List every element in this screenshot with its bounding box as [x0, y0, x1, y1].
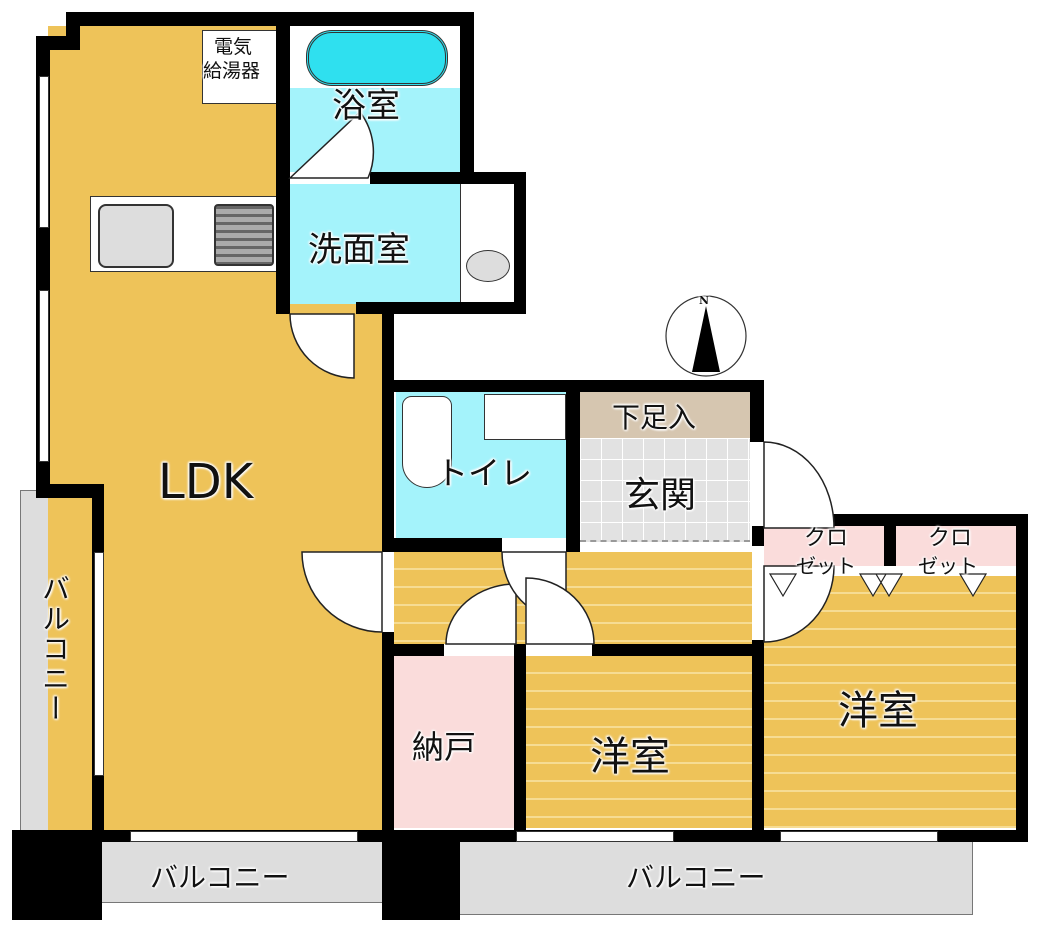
shoe-box-area	[580, 392, 750, 438]
compass-north-label: N	[699, 294, 710, 307]
entrance-label: 玄関	[624, 475, 697, 516]
window	[516, 831, 674, 842]
window	[130, 831, 358, 842]
closet-door-icon	[768, 573, 988, 598]
western-room-2-label: 洋室	[838, 688, 918, 734]
wall	[382, 538, 502, 552]
wall	[752, 640, 764, 840]
wall	[1016, 514, 1028, 840]
window	[94, 552, 104, 776]
door-swing-storage	[445, 583, 517, 645]
balcony-bottom-left	[100, 842, 382, 903]
balcony-left-label: バルコニー	[38, 574, 71, 724]
wall	[382, 302, 394, 552]
ldk-label: LDK	[158, 454, 254, 510]
wall	[356, 302, 526, 314]
window	[39, 76, 49, 228]
wall	[276, 12, 290, 314]
balcony-bottom-right-label: バルコニー	[626, 861, 766, 894]
north-compass-icon	[665, 295, 747, 377]
wall	[566, 380, 580, 552]
closet-1	[764, 526, 884, 566]
shoe-box-label: 下足入	[612, 401, 697, 434]
closet-2-label-1: クロ	[928, 526, 973, 551]
balcony-bottom-left-label: バルコニー	[150, 861, 290, 894]
washing-machine-area	[460, 184, 513, 304]
closet-2	[896, 526, 1016, 566]
wall	[382, 632, 394, 842]
wall	[832, 514, 1028, 526]
washbasin-icon	[466, 250, 510, 282]
wall	[12, 830, 102, 920]
storage-label: 納戸	[412, 728, 477, 766]
door-swing-ldk	[301, 551, 383, 633]
wall	[370, 172, 526, 184]
window	[780, 831, 938, 842]
wall	[460, 12, 474, 184]
storage-room	[394, 656, 514, 828]
wall	[514, 644, 526, 840]
door-swing-washroom	[289, 313, 355, 379]
bathtub-icon	[306, 30, 448, 86]
closet-1-label-1: クロ	[804, 526, 849, 551]
door-swing-entrance	[763, 441, 835, 529]
window	[39, 290, 49, 462]
western-room-1-label: 洋室	[590, 734, 670, 780]
door-swing-bedroom-1	[525, 577, 595, 645]
wall	[514, 172, 526, 314]
toilet-sink-area	[484, 394, 566, 440]
closet-2-label-2: ゼット	[918, 554, 978, 578]
washroom-room	[290, 184, 460, 304]
wall	[382, 830, 460, 920]
washroom-label: 洗面室	[308, 230, 410, 270]
entrance-room	[580, 438, 750, 542]
wall	[884, 514, 896, 566]
wall	[592, 644, 764, 656]
door-swing-bathroom	[288, 110, 375, 179]
balcony-bottom-right	[460, 842, 973, 915]
wall	[750, 380, 764, 442]
wall	[382, 644, 444, 656]
toilet-icon	[402, 396, 452, 488]
closet-1-label-2: ゼット	[796, 554, 856, 578]
western-room-1	[526, 656, 752, 828]
wall	[752, 526, 764, 546]
water-heater-box	[202, 30, 280, 104]
sink-icon	[98, 204, 174, 268]
bathroom-label: 浴室	[332, 86, 400, 126]
wall	[66, 12, 474, 26]
water-heater-label-1: 電気	[214, 36, 253, 58]
toilet-label: トイレ	[436, 454, 533, 492]
stove-icon	[214, 204, 274, 266]
wall	[36, 484, 102, 498]
water-heater-label-2: 給湯器	[203, 60, 261, 82]
